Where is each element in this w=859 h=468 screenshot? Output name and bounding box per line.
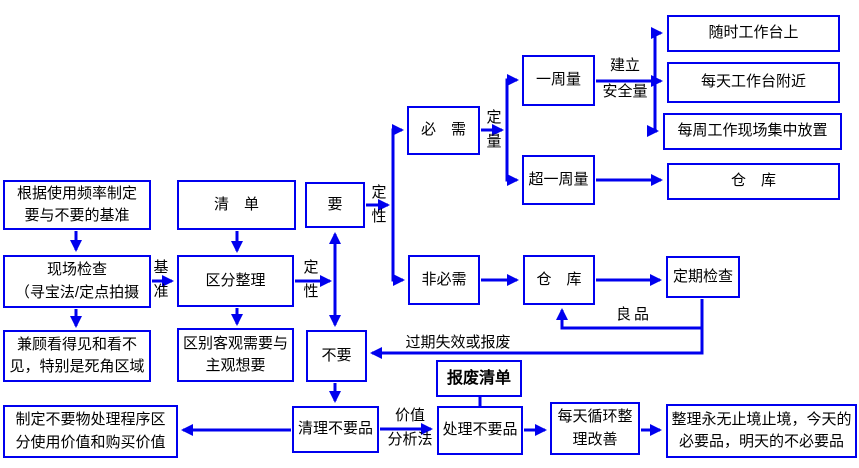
node-warehouse-mid: 仓 库 <box>523 255 595 305</box>
node-periodic-check: 定期检查 <box>666 256 740 298</box>
label-expired-or-scrapped: 过期失效或报废 <box>405 334 511 351</box>
node-anytime-workbench: 随时工作台上 <box>667 15 840 52</box>
node-essential: 必 需 <box>407 106 480 155</box>
label-qualitative-2: 定 性 <box>371 184 387 225</box>
node-weekly-site-storage: 每周工作现场集中放置 <box>663 113 842 150</box>
arrow-branch-to-bixu <box>391 124 404 205</box>
node-daily-near-workbench: 每天工作台附近 <box>667 62 840 103</box>
node-daily-cycle-improve: 每天循环整 理改善 <box>550 402 640 455</box>
node-non-essential: 非必需 <box>408 255 480 305</box>
node-objective-vs-subjective: 区别客观需要与 主观想要 <box>177 328 294 382</box>
node-warehouse-top: 仓 库 <box>667 163 840 200</box>
node-checklist: 清 单 <box>177 180 296 230</box>
node-disposal-procedure: 制定不要物处理程序区 分使用价值和购买价值 <box>3 405 178 458</box>
node-over-one-week: 超一周量 <box>522 155 595 205</box>
label-quantitative: 定 量 <box>486 109 502 150</box>
label-build-safety-stock: 建立 安全量 <box>602 57 648 100</box>
node-handle-unneeded: 处理不要品 <box>437 406 523 455</box>
node-sorting-never-ends: 整理永无止境止境，今天的 必要品，明天的不必要品 <box>666 404 857 458</box>
node-clear-unneeded: 清理不要品 <box>292 406 379 453</box>
label-value-analysis: 价值 分析法 <box>387 407 433 448</box>
node-needed: 要 <box>305 182 365 228</box>
node-sort-distinguish: 区分整理 <box>177 255 294 307</box>
label-good-items: 良品 <box>615 306 652 323</box>
arrow-branch-to-feibixu <box>391 205 405 286</box>
node-scrap-list: 报废清单 <box>436 360 522 397</box>
arrow-branch-to-chaoyizhou <box>505 130 519 186</box>
label-basis: 基 准 <box>153 259 169 300</box>
node-not-needed: 不要 <box>306 330 367 382</box>
node-one-week-amount: 一周量 <box>522 55 595 106</box>
node-site-inspection: 现场检查 （寻宝法/定点拍摄 <box>3 255 151 308</box>
node-visible-blindspot: 兼顾看得见和看不 见，特别是死角区域 <box>3 330 151 382</box>
arrow-branch-to-yizhouliang <box>505 74 519 130</box>
node-frequency-basis: 根据使用频率制定 要与不要的基准 <box>3 180 151 230</box>
label-qualitative-1: 定 性 <box>303 259 319 300</box>
